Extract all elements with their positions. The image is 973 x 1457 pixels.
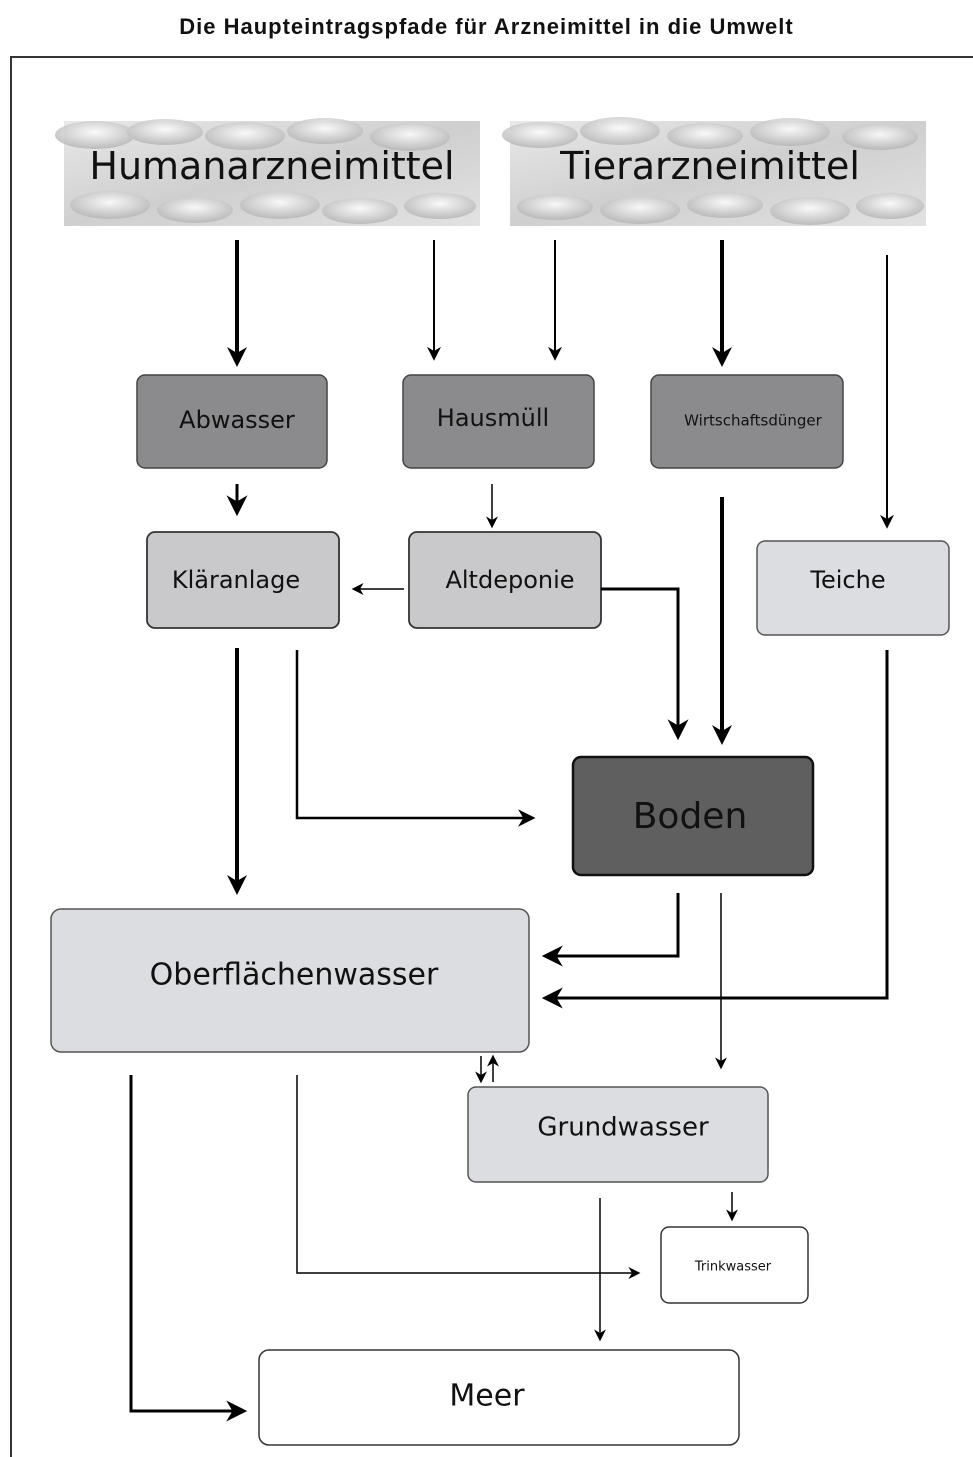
node-boden-label: Boden [633, 796, 748, 837]
node-altdeponie: Altdeponie [408, 531, 602, 629]
node-abwasser-label: Abwasser [179, 406, 295, 434]
node-hausmuell: Hausmüll [402, 374, 595, 469]
arrow-altdeponie-to-boden [601, 587, 689, 741]
node-klaeranlage: Kläranlage [146, 531, 340, 629]
source-vet-label: Tierarzneimittel [559, 144, 860, 188]
source-human-label: Humanarzneimittel [89, 144, 454, 188]
node-altdeponie-label: Altdeponie [445, 566, 574, 594]
node-oberflaechenwasser: Oberflächenwasser [50, 908, 530, 1053]
node-abwasser: Abwasser [136, 374, 328, 469]
arrow-teiche-to-oberflaechenwasser [541, 650, 889, 1009]
source-vet-banner: Tierarzneimittel [502, 117, 926, 226]
node-meer-label: Meer [449, 1379, 525, 1414]
node-klaeranlage-label: Kläranlage [172, 566, 300, 594]
node-oberflaechenwasser-label: Oberflächenwasser [150, 958, 439, 993]
node-meer: Meer [258, 1349, 740, 1446]
node-wirtschaftsduenger-label: Wirtschaftsdünger [684, 412, 822, 430]
node-wirtschaftsduenger: Wirtschaftsdünger [650, 374, 844, 469]
arrow-klaeranlage-to-boden [295, 650, 536, 827]
arrow-oberflaechenwasser-to-meer [129, 1075, 248, 1422]
node-trinkwasser: Trinkwasser [660, 1226, 809, 1304]
node-grundwasser: Grundwasser [467, 1086, 769, 1183]
arrow-oberflaechenwasser-to-trinkwasser [296, 1075, 641, 1279]
node-hausmuell-label: Hausmüll [437, 404, 549, 432]
arrow-boden-to-oberflaechenwasser [541, 893, 680, 967]
node-teiche: Teiche [756, 540, 950, 636]
page-title: Die Haupteintragspfade für Arzneimittel … [179, 14, 794, 39]
node-boden: Boden [571, 755, 815, 877]
node-trinkwasser-label: Trinkwasser [694, 1260, 772, 1275]
node-grundwasser-label: Grundwasser [537, 1113, 709, 1143]
source-human-banner: Humanarzneimittel [55, 118, 480, 226]
node-teiche-label: Teiche [809, 566, 885, 594]
